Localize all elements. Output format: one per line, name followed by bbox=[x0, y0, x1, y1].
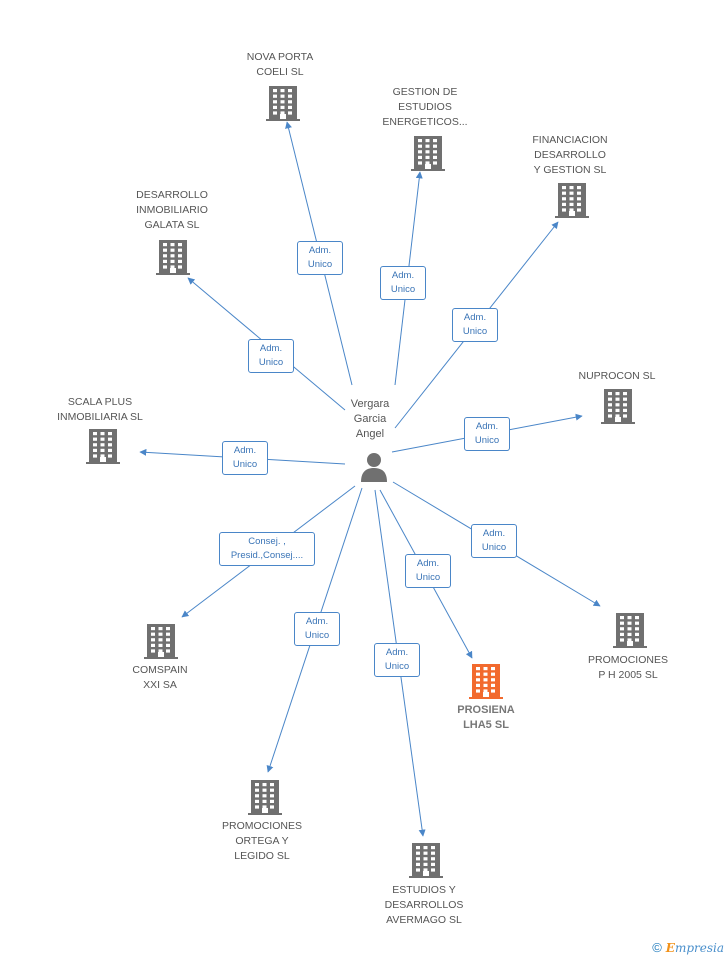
company-label-desarrollo-galata[interactable]: DESARROLLO INMOBILIARIO GALATA SL bbox=[136, 189, 208, 231]
copyright-icon: © bbox=[652, 940, 662, 955]
company-label-gestion-estudios[interactable]: GESTION DE ESTUDIOS ENERGETICOS... bbox=[382, 86, 468, 128]
building-icon-nuprocon[interactable] bbox=[601, 389, 635, 424]
building-icon-desarrollo-galata[interactable] bbox=[156, 240, 190, 275]
company-label-nova-porta[interactable]: NOVA PORTA COELI SL bbox=[246, 51, 314, 78]
role-label-comspain[interactable]: Consej. , Presid.,Consej.... bbox=[219, 532, 315, 566]
role-label-promociones-ortega[interactable]: Adm. Unico bbox=[294, 612, 340, 646]
nodes-layer bbox=[86, 86, 647, 878]
brand-name: mpresia bbox=[674, 941, 724, 955]
company-label-comspain[interactable]: COMSPAIN XXI SA bbox=[132, 664, 188, 691]
company-label-nuprocon[interactable]: NUPROCON SL bbox=[578, 370, 656, 382]
role-label-estudios-avermago[interactable]: Adm. Unico bbox=[374, 643, 420, 677]
person-icon[interactable] bbox=[361, 453, 387, 482]
building-icon-prosiena[interactable] bbox=[469, 664, 503, 699]
building-icon-gestion-estudios[interactable] bbox=[411, 136, 445, 171]
role-label-prosiena[interactable]: Adm. Unico bbox=[405, 554, 451, 588]
role-label-financiacion[interactable]: Adm. Unico bbox=[452, 308, 498, 342]
footer-brand: ©Empresia bbox=[652, 940, 724, 955]
building-icon-promociones-ortega[interactable] bbox=[248, 780, 282, 815]
company-label-financiacion[interactable]: FINANCIACION DESARROLLO Y GESTION SL bbox=[532, 134, 608, 176]
building-icon-estudios-avermago[interactable] bbox=[409, 843, 443, 878]
company-label-promociones-ortega[interactable]: PROMOCIONES ORTEGA Y LEGIDO SL bbox=[222, 820, 302, 862]
company-label-estudios-avermago[interactable]: ESTUDIOS Y DESARROLLOS AVERMAGO SL bbox=[384, 884, 464, 926]
role-label-scala-plus[interactable]: Adm. Unico bbox=[222, 441, 268, 475]
building-icon-nova-porta[interactable] bbox=[266, 86, 300, 121]
company-label-scala-plus[interactable]: SCALA PLUS INMOBILIARIA SL bbox=[57, 396, 143, 423]
building-icon-comspain[interactable] bbox=[144, 624, 178, 659]
role-label-desarrollo-galata[interactable]: Adm. Unico bbox=[248, 339, 294, 373]
role-label-nuprocon[interactable]: Adm. Unico bbox=[464, 417, 510, 451]
building-icon-financiacion[interactable] bbox=[555, 183, 589, 218]
company-label-prosiena[interactable]: PROSIENA LHA5 SL bbox=[457, 704, 515, 731]
center-person-name[interactable]: Vergara Garcia Angel bbox=[350, 398, 390, 440]
role-label-nova-porta[interactable]: Adm. Unico bbox=[297, 241, 343, 275]
role-label-gestion-estudios[interactable]: Adm. Unico bbox=[380, 266, 426, 300]
company-label-promociones-ph[interactable]: PROMOCIONES P H 2005 SL bbox=[588, 654, 668, 681]
building-icon-scala-plus[interactable] bbox=[86, 429, 120, 464]
role-label-promociones-ph[interactable]: Adm. Unico bbox=[471, 524, 517, 558]
building-icon-promociones-ph[interactable] bbox=[613, 613, 647, 648]
brand-initial: E bbox=[665, 941, 675, 955]
